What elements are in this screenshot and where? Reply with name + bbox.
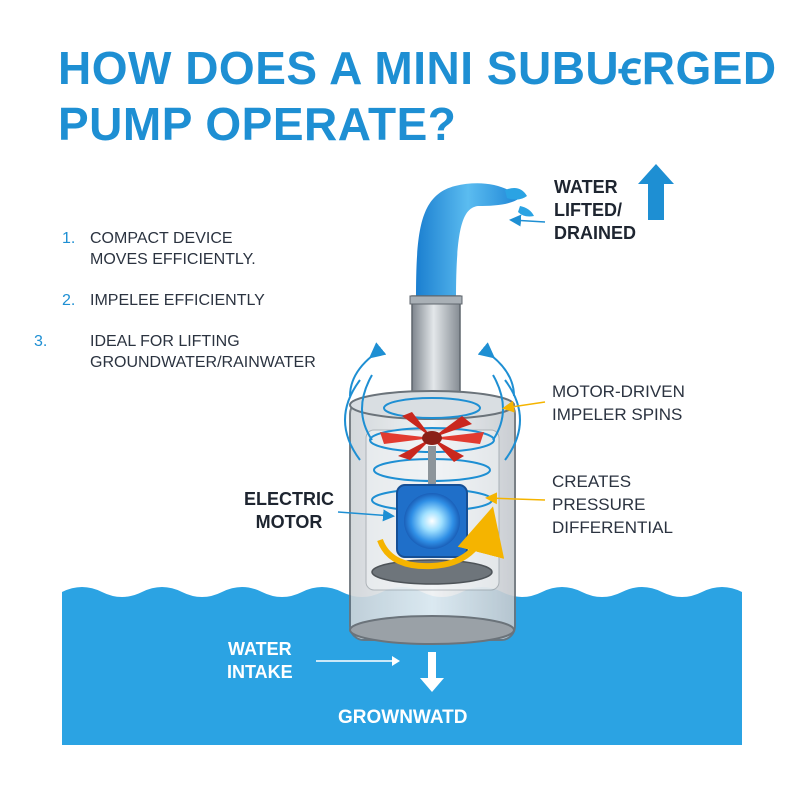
step-1-line-2: MOVES EFFICIENTLY. [90, 251, 256, 268]
step-1-line-1: COMPACT DEVICE [90, 230, 233, 247]
intake-down-arrow [420, 652, 444, 692]
housing-bottom [349, 615, 515, 645]
callout-line-motor [337, 509, 395, 522]
water-jet [416, 183, 520, 300]
label-electric-motor: ELECTRIC MOTOR [244, 489, 334, 532]
rotation-arrow [377, 506, 505, 570]
callout-intake-head [392, 656, 400, 666]
impeller [380, 412, 484, 462]
step-3-line-2: GROUNDWATER/RAINWATER [90, 354, 316, 371]
label-impeller: MOTOR-DRIVEN IMPELER SPINS [552, 382, 685, 424]
title-line-1: HOW DOES A MINI SUBUꞓRGED [58, 42, 777, 94]
callout-line-impeller [502, 400, 546, 413]
step-2-number: 2. [62, 292, 76, 309]
motor-glow [404, 493, 460, 549]
motor-base [371, 559, 493, 585]
housing-top [349, 390, 515, 420]
label-water-lifted: WATER LIFTED/ DRAINED [554, 177, 637, 243]
flow-arrow-right [477, 342, 515, 397]
label-pressure: CREATES PRESSURE DIFFERENTIAL [552, 472, 673, 537]
outlet-pipe [411, 295, 461, 397]
step-3-number: 3. [34, 333, 48, 350]
step-3-line-1: IDEAL FOR LIFTING [90, 333, 240, 350]
outlet-pipe-rim [409, 295, 463, 305]
flow-arrow-left [349, 342, 387, 397]
step-2: 2. IMPELEE EFFICIENTLY [62, 290, 316, 311]
lifted-up-arrow [638, 164, 674, 220]
drive-shaft [428, 446, 436, 486]
step-1: 1. COMPACT DEVICE MOVES EFFICIENTLY. [62, 228, 316, 270]
water-body [62, 587, 742, 745]
step-2-line-1: IMPELEE EFFICIENTLY [90, 292, 265, 309]
callout-line-lifted [509, 214, 546, 227]
steps-list: 1. COMPACT DEVICE MOVES EFFICIENTLY. 2. … [34, 228, 316, 373]
step-1-number: 1. [62, 230, 76, 247]
water-splash [505, 188, 534, 217]
step-3: 3. IDEAL FOR LIFTING GROUNDWATER/RAINWAT… [34, 331, 316, 373]
page-title: HOW DOES A MINI SUBUꞓRGED PUMP OPERATE? [58, 40, 778, 152]
title-line-2: PUMP OPERATE? [58, 98, 457, 150]
label-water-intake: WATER INTAKE [227, 639, 293, 682]
callout-line-pressure [485, 492, 546, 505]
label-groundwater: GROWNWATD [338, 707, 468, 728]
